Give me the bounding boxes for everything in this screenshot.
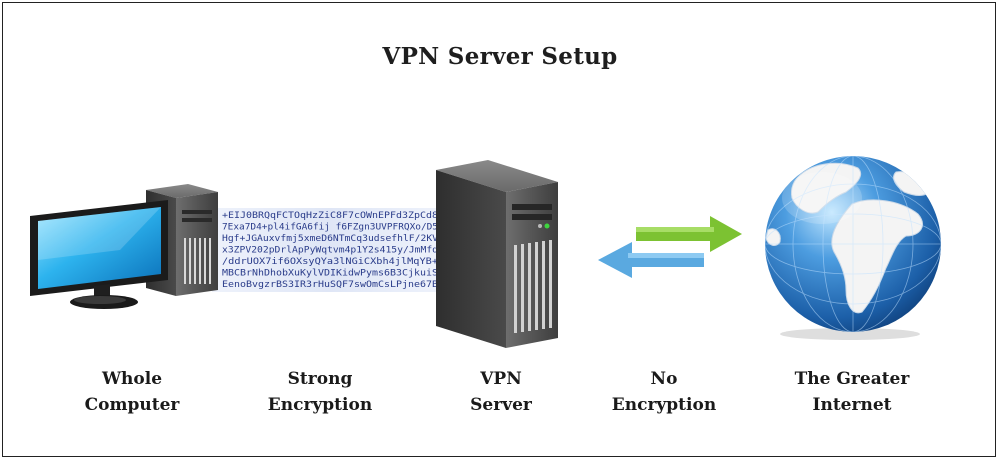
label-no-encryption-line1: No xyxy=(650,369,678,389)
label-strong-encryption-line2: Encryption xyxy=(267,395,373,415)
cipher-line: Hgf+JGAuxvfmj5xmeD6NTmCq3udsefhlF/2KV xyxy=(222,234,439,244)
arrow-in-icon xyxy=(598,242,704,278)
cipher-lines: +EIJ0BRQqFCTOqHzZiC8F7cOWnEPFd3ZpCd8 7Exa… xyxy=(222,211,439,290)
label-whole-computer-line2: Computer xyxy=(84,395,180,415)
label-greater-internet-line1: The Greater xyxy=(794,369,910,389)
globe-icon xyxy=(765,156,941,340)
label-vpn-server-line2: Server xyxy=(470,395,532,415)
cipher-line: MBCBrNhDhobXuKylVDIKidwPyms6B3CjkuiS xyxy=(222,269,438,279)
cipher-band-background xyxy=(212,208,444,292)
label-no-encryption: No Encryption xyxy=(574,366,754,418)
label-greater-internet-line2: Internet xyxy=(812,395,892,415)
label-no-encryption-line2: Encryption xyxy=(611,395,717,415)
label-whole-computer-line1: Whole xyxy=(101,369,163,389)
label-whole-computer: Whole Computer xyxy=(42,366,222,418)
cipher-line: x3ZPV202pDrlApPyWqtvm4p1Y2s415y/JmMfq xyxy=(222,246,438,256)
cipher-line: +EIJ0BRQqFCTOqHzZiC8F7cOWnEPFd3ZpCd8 xyxy=(222,211,438,221)
label-strong-encryption: Strong Encryption xyxy=(230,366,410,418)
diagram-title: VPN Server Setup xyxy=(382,43,618,70)
arrow-out-icon xyxy=(636,216,742,252)
cipher-line: EenoBvgzrBS3IR3rHuSQF7swOmCsLPjne67B xyxy=(222,280,438,290)
cipher-band: +EIJ0BRQqFCTOqHzZiC8F7cOWnEPFd3ZpCd8 7Exa… xyxy=(212,208,444,292)
label-greater-internet: The Greater Internet xyxy=(762,366,942,418)
cipher-line: /ddrUOX7if6OXsyQYa3lNGiCXbh4jlMqYB+ xyxy=(222,257,439,267)
cipher-line: 7Exa7D4+pl4ifGA6fij f6FZgn3UVPFRQXo/D5 xyxy=(222,223,438,233)
label-vpn-server-line1: VPN xyxy=(480,369,522,389)
label-strong-encryption-line1: Strong xyxy=(287,369,353,389)
computer-monitor-icon xyxy=(30,200,168,309)
label-vpn-server: VPN Server xyxy=(411,366,591,418)
server-tower-icon xyxy=(436,160,558,348)
